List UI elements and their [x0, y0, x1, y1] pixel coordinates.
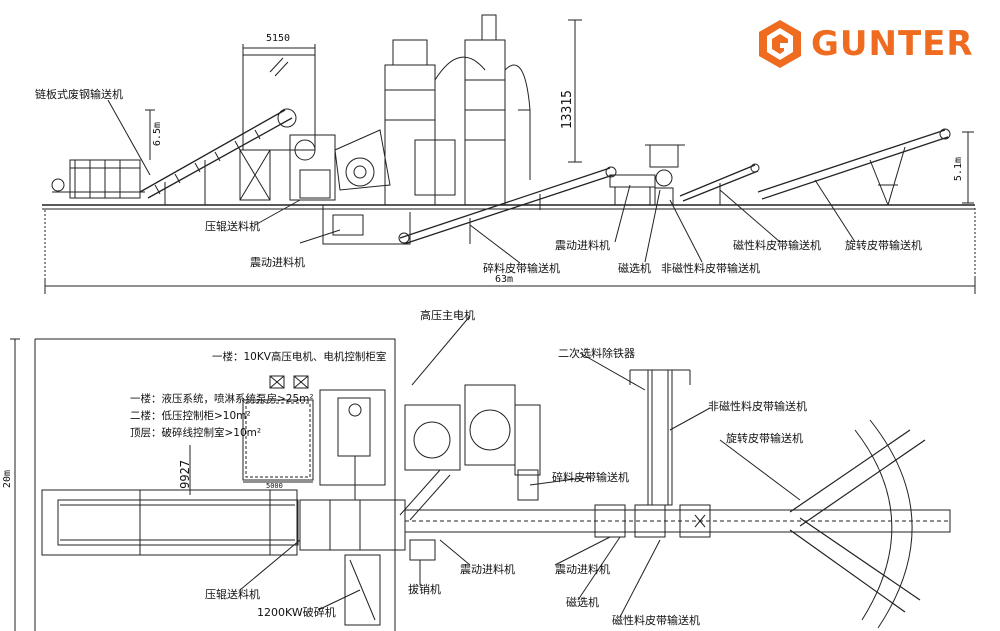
label-rotary-belt-plan: 旋转皮带输送机	[726, 432, 803, 445]
label-crushed-belt-side: 碎料皮带输送机	[483, 262, 560, 275]
frame-5150	[242, 54, 316, 151]
main-belt-plan	[404, 504, 951, 538]
dim-label-9927: 9927	[178, 460, 192, 489]
crusher-plan	[299, 499, 406, 626]
magnetic-belt-side	[679, 163, 760, 205]
hv-motor-room	[319, 389, 386, 500]
label-vibrating-feeder-plan-b: 震动进料机	[555, 563, 610, 576]
rotary-belt-side	[757, 128, 951, 206]
rotary-belt-plan	[789, 419, 926, 629]
label-secondary-iron-remover: 二次选料除铁器	[558, 347, 635, 360]
dim-label-13315: 13315	[560, 90, 575, 130]
label-chain-conveyor: 链板式废钢输送机	[35, 88, 123, 101]
vibrating-feeder-side	[609, 174, 656, 205]
dim-label-5150: 5150	[266, 33, 291, 44]
gunter-logo-icon	[759, 20, 801, 68]
label-pin-puller: 拔销机	[408, 583, 441, 596]
crushed-belt-side	[398, 166, 617, 245]
label-magnetic-belt-plan: 磁性料皮带输送机	[612, 614, 700, 627]
dust-tower-side	[384, 14, 531, 206]
brand-name: GUNTER	[811, 24, 974, 64]
chain-conveyor-plan	[41, 489, 299, 556]
dim-label-63m: 63m	[495, 274, 514, 285]
label-vibrating-feeder-plan-a: 震动进料机	[460, 563, 515, 576]
pin-puller-plan	[409, 539, 436, 561]
label-press-roller-plan: 压辊送料机	[205, 588, 260, 601]
label-hv-motor: 高压主电机	[420, 309, 475, 322]
label-magnetic-separator-plan: 磁选机	[566, 596, 599, 609]
dim-label-5-1m: 5.1m	[953, 157, 964, 182]
dim-label-6-5m: 6.5m	[152, 122, 163, 147]
brand-logo: GUNTER	[757, 18, 974, 70]
dim-label-20m: 20m	[2, 470, 13, 489]
plan-boundary	[35, 338, 396, 631]
crushed-belt-plan	[399, 469, 451, 521]
secondary-iron-remover-plan	[629, 369, 691, 506]
label-press-roller-side: 压辊送料机	[205, 220, 260, 233]
note-floor2: 二楼：低压控制柜>10m²	[130, 410, 251, 422]
pit	[322, 205, 411, 245]
chain-conveyor-side	[51, 108, 297, 205]
label-magnetic-separator-side: 磁选机	[618, 262, 651, 275]
note-floor1-hv: 一楼：10KV高压电机、电机控制柜室	[212, 351, 387, 363]
dim-label-5000: 5000	[266, 482, 283, 490]
label-vibrating-feeder-side-right: 震动进料机	[555, 239, 610, 252]
note-top-floor: 顶层：破碎线控制室>10m²	[130, 427, 262, 439]
dust-system-plan	[404, 384, 541, 501]
label-nonmagnetic-belt-side: 非磁性料皮带输送机	[661, 262, 760, 275]
label-crusher-1200kw: 1200KW破碎机	[257, 606, 336, 619]
label-vibrating-feeder-side-left: 震动进料机	[250, 256, 305, 269]
label-nonmagnetic-belt-plan: 非磁性料皮带输送机	[708, 400, 807, 413]
note-floor1-hydraulic: 一楼：液压系统，喷淋系统泵房>25m²	[130, 393, 314, 405]
label-magnetic-belt-side: 磁性料皮带输送机	[733, 239, 821, 252]
magnetic-separator-side	[645, 144, 685, 206]
label-rotary-belt-side: 旋转皮带输送机	[845, 239, 922, 252]
crusher-side	[334, 129, 391, 191]
press-roller-side	[289, 134, 336, 201]
label-crushed-belt-plan: 碎料皮带输送机	[552, 471, 629, 484]
control-room	[242, 399, 314, 481]
